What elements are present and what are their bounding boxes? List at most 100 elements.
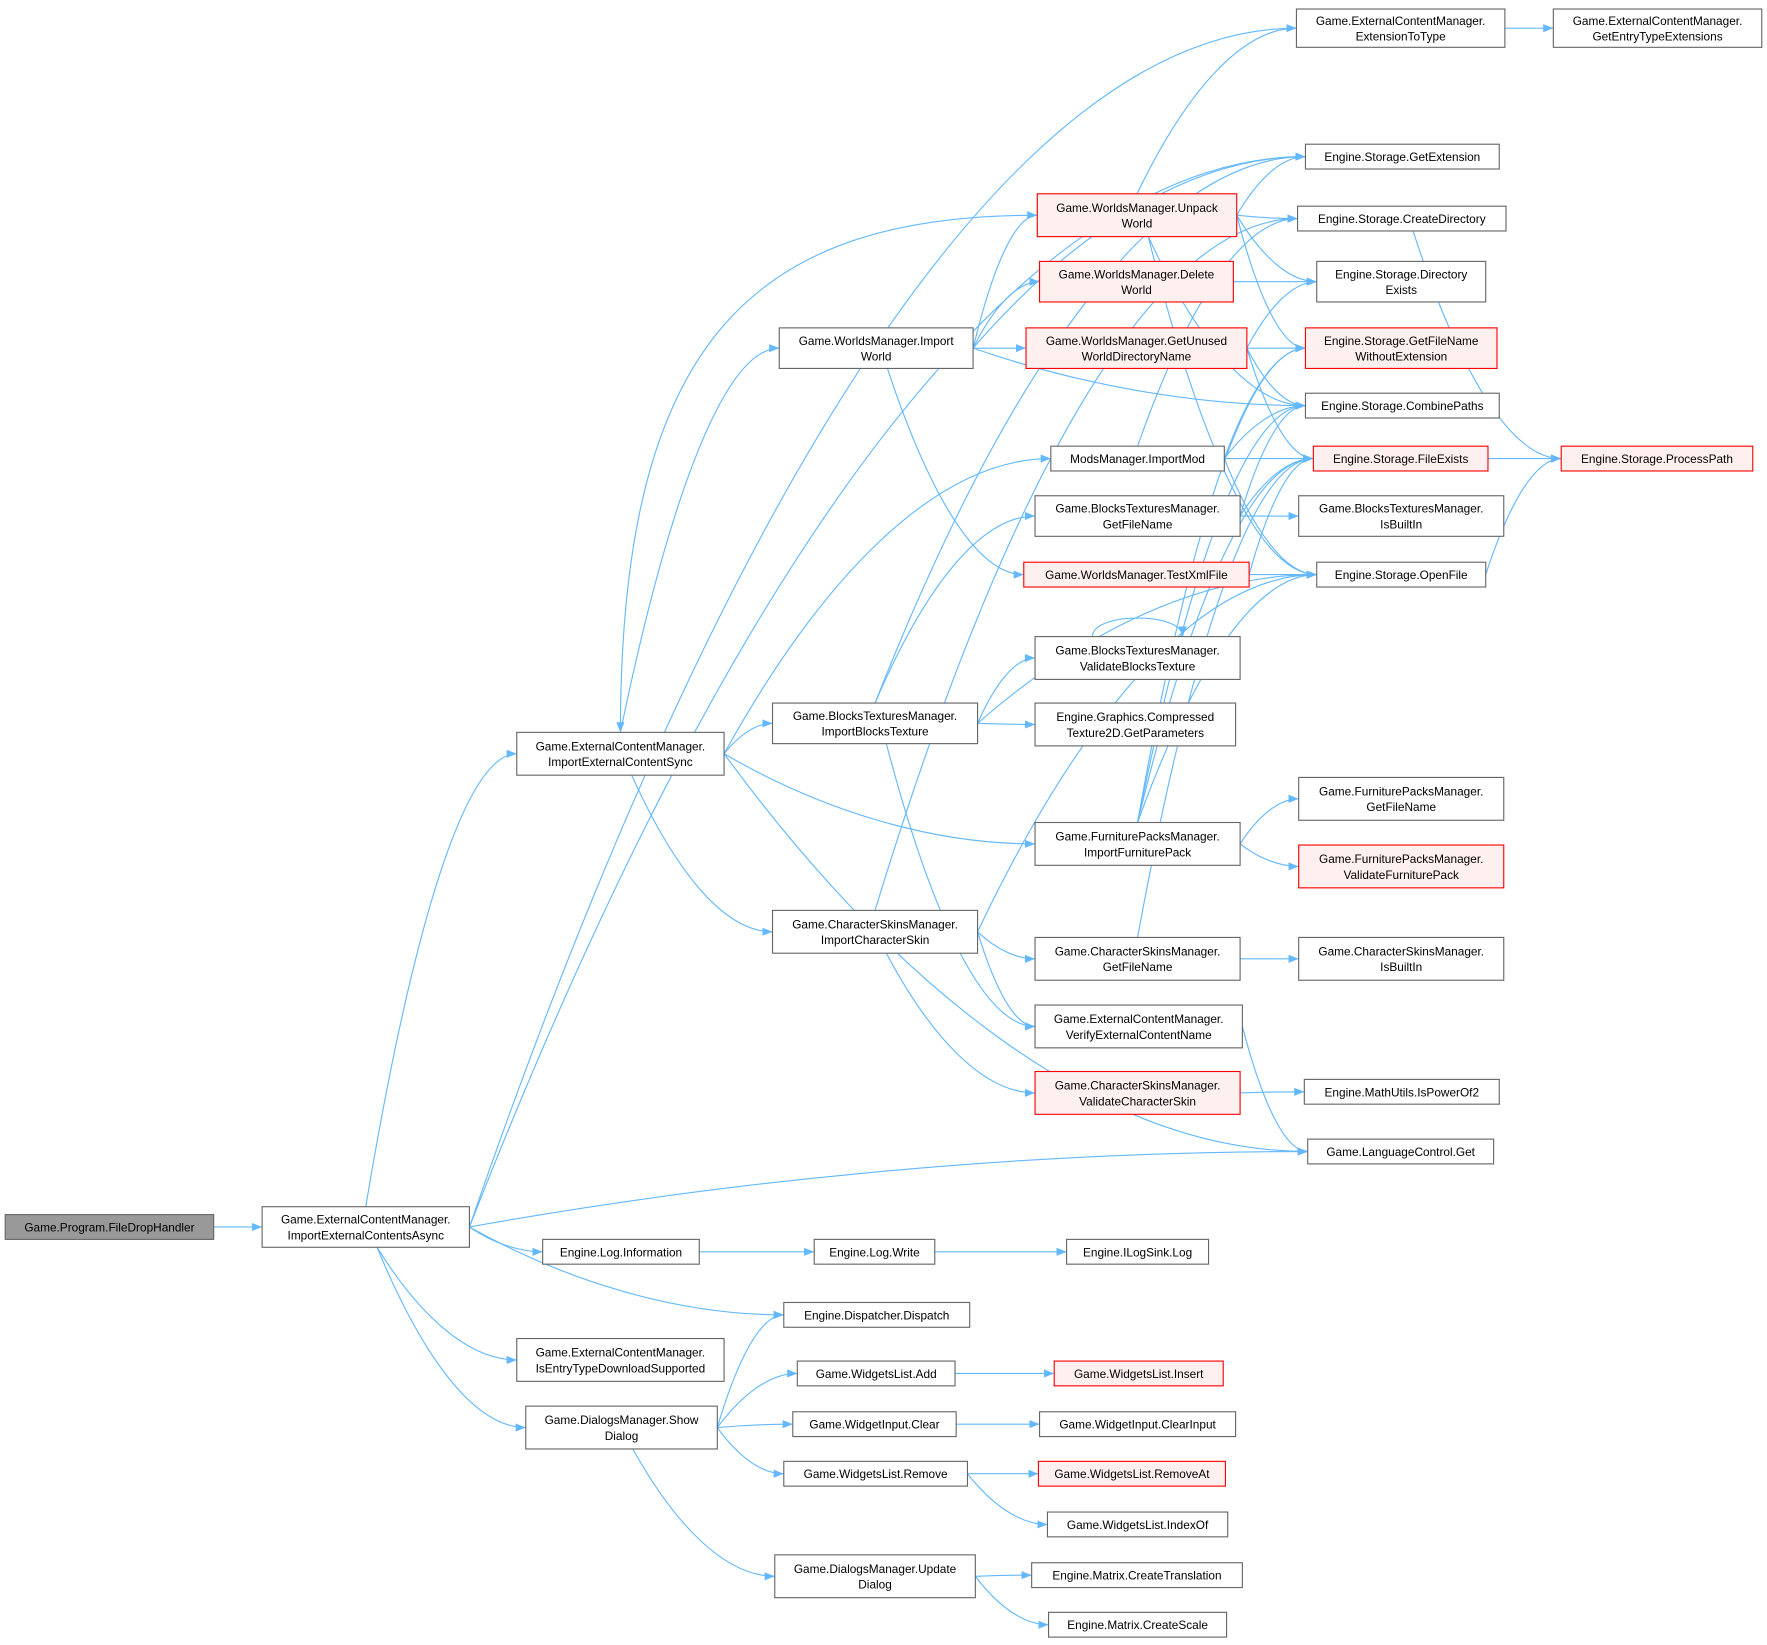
node-testXml[interactable]: Game.WorldsManager.TestXmlFile: [1023, 561, 1250, 588]
edge-asyncImp-to-showDialog: [376, 1247, 526, 1432]
node-label: Engine.Storage.FileExists: [1333, 452, 1469, 466]
edge-btImport-to-verifyName: [885, 743, 1036, 1031]
node-label: Game.WidgetsList.Remove: [804, 1467, 948, 1481]
node-box: [1038, 1411, 1237, 1438]
node-texParams[interactable]: Engine.Graphics.CompressedTexture2D.GetP…: [1034, 702, 1237, 747]
node-label: Engine.Matrix.CreateTranslation: [1052, 1569, 1221, 1583]
node-btValidate[interactable]: Game.BlocksTexturesManager.ValidateBlock…: [1034, 636, 1241, 680]
node-label: Engine.Storage.OpenFile: [1335, 568, 1468, 582]
node-label: World: [1121, 283, 1152, 297]
node-label: Engine.Storage.Directory: [1335, 267, 1467, 281]
node-box: [1034, 936, 1241, 981]
node-fpGetFile[interactable]: Game.FurniturePacksManager.GetFileName: [1298, 776, 1505, 821]
node-unusedDir[interactable]: Game.WorldsManager.GetUnusedWorldDirecto…: [1025, 327, 1248, 369]
edge-updDialog-to-mScale: [974, 1575, 1049, 1629]
node-box: [813, 1238, 936, 1265]
node-label: Engine.Graphics.Compressed: [1056, 710, 1214, 724]
node-label: Game.DialogsManager.Update: [794, 1562, 957, 1576]
node-csValidate[interactable]: Game.CharacterSkinsManager.ValidateChara…: [1034, 1070, 1241, 1115]
node-label: Game.BlocksTexturesManager.: [1055, 644, 1219, 658]
edge-unpack-to-openFile: [1147, 236, 1317, 579]
node-logWrite[interactable]: Engine.Log.Write: [813, 1238, 936, 1265]
node-box: [1303, 1078, 1500, 1105]
node-box: [1037, 1460, 1227, 1487]
node-label: Game.BlocksTexturesManager.: [1319, 502, 1483, 516]
edge-importMod-to-openFile: [1223, 458, 1317, 579]
node-fileExists[interactable]: Engine.Storage.FileExists: [1312, 445, 1489, 472]
node-label: GetFileName: [1103, 960, 1173, 974]
node-box: [774, 1554, 976, 1599]
node-syncImp[interactable]: Game.ExternalContentManager.ImportExtern…: [516, 731, 725, 776]
edge-showDialog-to-dispatch: [716, 1310, 784, 1428]
node-verifyName[interactable]: Game.ExternalContentManager.VerifyExtern…: [1034, 1004, 1243, 1049]
node-wlRemoveAt[interactable]: Game.WidgetsList.RemoveAt: [1037, 1460, 1227, 1487]
edge-syncImp-to-csImport: [631, 774, 773, 936]
node-pow2[interactable]: Engine.MathUtils.IsPowerOf2: [1303, 1078, 1500, 1105]
node-wlIndexOf[interactable]: Game.WidgetsList.IndexOf: [1046, 1511, 1229, 1538]
node-fnNoExt[interactable]: Engine.Storage.GetFileNameWithoutExtensi…: [1304, 327, 1498, 369]
node-box: [1560, 445, 1754, 472]
node-logInfo[interactable]: Engine.Log.Information: [542, 1238, 700, 1265]
node-label: Engine.Matrix.CreateScale: [1067, 1618, 1208, 1632]
node-getExt[interactable]: Engine.Storage.GetExtension: [1304, 143, 1500, 170]
edge-csValidate-to-pow2: [1240, 1087, 1305, 1096]
node-btGetFile[interactable]: Game.BlocksTexturesManager.GetFileName: [1034, 495, 1241, 537]
edge-unpack-to-syncImp: [616, 214, 1038, 733]
node-label: ImportExternalContentSync: [548, 755, 693, 769]
node-wlAdd[interactable]: Game.WidgetsList.Add: [796, 1360, 956, 1387]
node-langGet[interactable]: Game.LanguageControl.Get: [1307, 1138, 1495, 1165]
node-csGetFile[interactable]: Game.CharacterSkinsManager.GetFileName: [1034, 936, 1241, 981]
edge-asyncImp-to-dispatch: [469, 1226, 784, 1319]
node-mTrans[interactable]: Engine.Matrix.CreateTranslation: [1031, 1562, 1243, 1589]
node-csBuiltIn[interactable]: Game.CharacterSkinsManager.IsBuiltIn: [1298, 936, 1505, 981]
node-label: IsBuiltIn: [1380, 960, 1422, 974]
node-csImport[interactable]: Game.CharacterSkinsManager.ImportCharact…: [771, 909, 979, 954]
node-createDir[interactable]: Engine.Storage.CreateDirectory: [1297, 205, 1507, 232]
node-box: [1034, 1070, 1241, 1115]
node-extToType[interactable]: Game.ExternalContentManager.ExtensionToT…: [1295, 8, 1506, 48]
node-label: Engine.Storage.CombinePaths: [1321, 399, 1483, 413]
node-box: [261, 1206, 470, 1248]
node-label: Game.LanguageControl.Get: [1326, 1145, 1475, 1159]
node-fpValidate[interactable]: Game.FurniturePacksManager.ValidateFurni…: [1298, 844, 1505, 889]
node-mScale[interactable]: Engine.Matrix.CreateScale: [1047, 1611, 1228, 1638]
node-label: WithoutExtension: [1355, 350, 1447, 364]
node-fpImport[interactable]: Game.FurniturePacksManager.ImportFurnitu…: [1034, 821, 1241, 866]
node-box: [1304, 392, 1500, 419]
node-btBuiltIn[interactable]: Game.BlocksTexturesManager.IsBuiltIn: [1298, 495, 1505, 537]
node-openFile[interactable]: Engine.Storage.OpenFile: [1316, 561, 1487, 588]
node-label: Dialog: [605, 1429, 639, 1443]
node-combine[interactable]: Engine.Storage.CombinePaths: [1304, 392, 1500, 419]
node-sinkLog[interactable]: Engine.ILogSink.Log: [1066, 1238, 1210, 1265]
node-label: Engine.MathUtils.IsPowerOf2: [1325, 1085, 1480, 1099]
node-importMod[interactable]: ModsManager.ImportMod: [1050, 445, 1225, 472]
node-btImport[interactable]: Game.BlocksTexturesManager.ImportBlocksT…: [771, 702, 979, 745]
node-label: Game.ExternalContentManager.: [1316, 14, 1486, 28]
node-wlRemove[interactable]: Game.WidgetsList.Remove: [783, 1460, 969, 1487]
node-wiClearInput[interactable]: Game.WidgetInput.ClearInput: [1038, 1411, 1237, 1438]
edge-showDialog-to-wiClear: [717, 1420, 793, 1429]
node-label: Game.WidgetsList.Add: [816, 1367, 937, 1381]
node-dlSupported[interactable]: Game.ExternalContentManager.IsEntryTypeD…: [516, 1337, 725, 1382]
edge-syncImp-to-importMod: [723, 454, 1051, 755]
node-processPath[interactable]: Engine.Storage.ProcessPath: [1560, 445, 1754, 472]
node-root[interactable]: Game.Program.FileDropHandler: [4, 1214, 215, 1240]
node-wiClear[interactable]: Game.WidgetInput.Clear: [792, 1411, 957, 1438]
edge-showDialog-to-wlAdd: [716, 1369, 798, 1428]
edge-syncImp-to-fpImport: [723, 753, 1036, 848]
node-box: [796, 1360, 956, 1387]
node-label: VerifyExternalContentName: [1066, 1028, 1212, 1042]
edge-wlRemove-to-wlIndexOf: [966, 1473, 1048, 1529]
node-asyncImp[interactable]: Game.ExternalContentManager.ImportExtern…: [261, 1206, 470, 1248]
node-wlInsert[interactable]: Game.WidgetsList.Insert: [1053, 1360, 1224, 1387]
node-entryExt[interactable]: Game.ExternalContentManager.GetEntryType…: [1552, 8, 1763, 48]
node-dispatch[interactable]: Engine.Dispatcher.Dispatch: [783, 1301, 971, 1328]
node-label: ImportExternalContentsAsync: [288, 1228, 445, 1242]
node-box: [1298, 936, 1505, 981]
